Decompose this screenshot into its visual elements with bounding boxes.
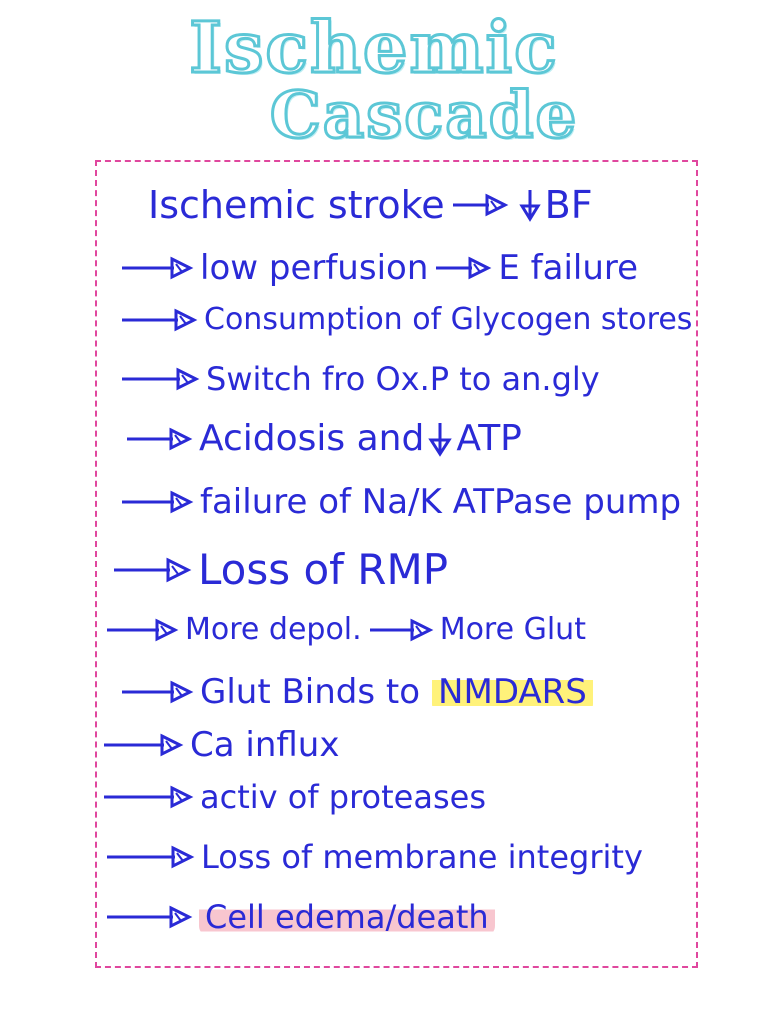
step-2-result: E failure [498, 248, 639, 288]
step-8-text: More depol. [185, 612, 362, 647]
step-4: Switch fro Ox.P to an.gly [120, 360, 600, 398]
step-5-text: Acidosis and [199, 418, 425, 459]
step-1-text: Ischemic stroke [148, 183, 445, 227]
step-8-result: More Glut [439, 612, 586, 647]
step-6: failure of Na/K ATPase pump [120, 482, 681, 522]
step-1: Ischemic stroke BF [148, 183, 593, 227]
arrow-icon [104, 733, 184, 757]
arrow-icon [122, 680, 194, 704]
step-13: Cell edema/death [105, 898, 495, 936]
step-11: activ of proteases [102, 778, 486, 816]
step-7-text: Loss of RMP [198, 545, 449, 594]
step-2: low perfusion E failure [120, 248, 638, 288]
step-8: More depol. More Glut [105, 612, 586, 647]
down-arrow-icon [518, 190, 541, 222]
arrow-icon [127, 427, 193, 450]
arrow-icon [452, 193, 509, 217]
step-13-text: Cell edema/death [199, 898, 495, 936]
down-arrow-icon [428, 422, 453, 457]
step-9-highlight: NMDARS [432, 672, 593, 712]
step-7: Loss of RMP [112, 545, 448, 594]
step-6-text: failure of Na/K ATPase pump [200, 482, 682, 522]
arrow-icon [107, 845, 195, 869]
step-10-text: Ca influx [190, 725, 340, 765]
arrow-icon [436, 256, 492, 280]
step-9: Glut Binds to NMDARS [120, 672, 593, 712]
step-3-text: Consumption of Glycogen stores [204, 302, 693, 337]
step-3: Consumption of Glycogen stores [120, 302, 692, 337]
step-9-text: Glut Binds to [200, 672, 421, 712]
arrow-icon [122, 256, 194, 280]
arrow-icon [104, 785, 194, 809]
arrow-icon [369, 618, 434, 641]
step-12-text: Loss of membrane integrity [201, 838, 643, 876]
dashed-frame [95, 160, 698, 968]
arrow-icon [122, 367, 200, 391]
arrow-icon [107, 905, 193, 929]
step-12: Loss of membrane integrity [105, 838, 643, 876]
step-2-text: low perfusion [200, 248, 429, 288]
arrow-icon [107, 618, 179, 641]
title-line-2: Cascade [268, 77, 579, 155]
arrow-icon [122, 308, 198, 331]
step-4-text: Switch fro Ox.P to an.gly [206, 360, 600, 398]
arrow-icon [122, 490, 194, 514]
step-11-text: activ of proteases [200, 778, 486, 816]
step-10: Ca influx [102, 725, 339, 765]
step-5-result: ATP [456, 418, 522, 459]
arrow-icon [114, 557, 192, 582]
step-1-result: BF [544, 183, 593, 227]
title-line-1: Ischemic [188, 5, 559, 91]
step-5: Acidosis and ATP [125, 418, 522, 459]
